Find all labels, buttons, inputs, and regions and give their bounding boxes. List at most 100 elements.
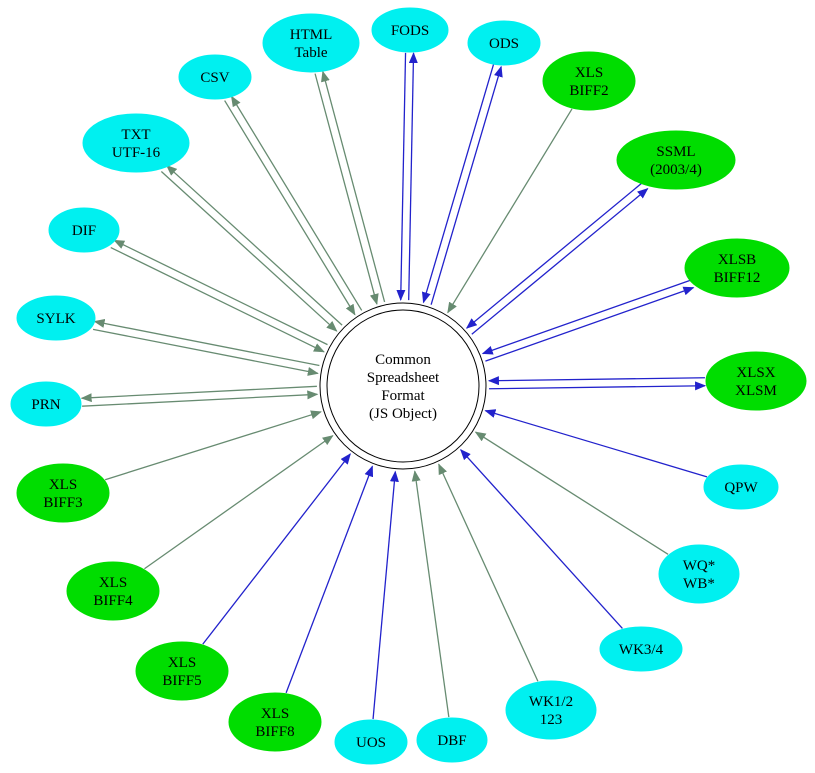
- node-fods-shape: [371, 7, 449, 53]
- edge-dbf-in: [411, 470, 450, 718]
- node-html-table-shape: [262, 13, 360, 73]
- node-csv-shape: [178, 54, 252, 100]
- edge-xls-biff3-in: [104, 410, 322, 481]
- edge-ssml-in: [465, 181, 643, 329]
- node-wq-wb: WQ*WB*: [658, 544, 740, 604]
- edge-xls-biff4-in: [144, 435, 334, 570]
- edge-ods-in: [421, 64, 495, 304]
- edge-dif-in: [110, 246, 325, 353]
- center-inner-circle: [326, 309, 480, 463]
- node-xlsb-shape: [684, 238, 790, 298]
- edge-txt-utf16-in: [160, 171, 338, 332]
- node-uos-label: UOS: [356, 735, 386, 751]
- edge-wk34-in: [460, 449, 623, 629]
- node-uos-shape: [334, 719, 408, 765]
- node-qpw: QPW: [703, 464, 779, 510]
- node-xls-biff4-shape: [66, 561, 160, 621]
- node-wq-wb-label: WQ*WB*: [683, 558, 716, 592]
- node-xls-biff3-shape: [16, 463, 110, 523]
- node-prn-label: PRN: [31, 397, 60, 413]
- node-sylk-shape: [16, 295, 96, 341]
- node-xls-biff5-shape: [135, 641, 229, 701]
- node-csv-label: CSV: [200, 70, 229, 86]
- edge-fods-out: [408, 52, 418, 301]
- center-outer-circle: [319, 302, 487, 470]
- edge-html-table-in: [314, 73, 379, 305]
- edge-html-table-out: [321, 70, 386, 303]
- edge-sylk-in: [92, 328, 319, 376]
- node-ods-label: ODS: [489, 36, 519, 52]
- edge-prn-out: [80, 385, 317, 403]
- edge-wk12-123-in: [438, 463, 539, 682]
- edge-prn-in: [82, 390, 319, 407]
- node-dif-shape: [48, 207, 120, 253]
- edge-xls-biff5-in: [202, 453, 351, 645]
- node-ssml-shape: [616, 130, 736, 190]
- node-qpw-label: QPW: [724, 480, 758, 496]
- node-ssml-label: SSML(2003/4): [650, 144, 702, 178]
- node-prn: PRN: [10, 381, 82, 427]
- node-dbf-label: DBF: [437, 733, 466, 749]
- edge-csv-out: [230, 95, 363, 311]
- edge-xlsx-in: [487, 376, 705, 386]
- node-ssml: SSML(2003/4): [616, 130, 736, 190]
- node-wk34-label: WK3/4: [619, 642, 664, 658]
- edge-xls-biff8-in: [285, 465, 374, 694]
- node-prn-shape: [10, 381, 82, 427]
- edge-sylk-out: [93, 318, 320, 367]
- edge-xlsx-out: [489, 381, 707, 391]
- node-wk34-shape: [599, 626, 683, 672]
- edge-uos-in: [372, 470, 399, 720]
- node-dbf-shape: [416, 717, 488, 763]
- edge-xls-biff2-in: [447, 108, 573, 314]
- node-txt-utf16-shape: [82, 113, 190, 173]
- node-wq-wb-shape: [658, 544, 740, 604]
- node-dif: DIF: [48, 207, 120, 253]
- edge-qpw-in: [484, 409, 708, 478]
- edge-fods-in: [396, 52, 407, 301]
- node-uos: UOS: [334, 719, 408, 765]
- node-xls-biff2-shape: [542, 51, 636, 111]
- node-dbf: DBF: [416, 717, 488, 763]
- edge-ods-out: [430, 65, 503, 305]
- node-dif-label: DIF: [72, 223, 96, 239]
- edge-dif-out: [113, 239, 328, 346]
- node-xlsx-shape: [705, 351, 807, 411]
- node-qpw-shape: [703, 464, 779, 510]
- node-wk34: WK3/4: [599, 626, 683, 672]
- edge-xlsb-in: [481, 279, 692, 355]
- node-sylk: SYLK: [16, 295, 96, 341]
- node-ods-shape: [467, 20, 541, 66]
- node-fods: FODS: [371, 7, 449, 53]
- edge-txt-utf16-out: [166, 164, 343, 326]
- node-ods: ODS: [467, 20, 541, 66]
- edge-ssml-out: [471, 188, 649, 335]
- edge-xlsb-out: [485, 286, 695, 362]
- node-csv: CSV: [178, 54, 252, 100]
- node-wk12-123-shape: [505, 680, 597, 740]
